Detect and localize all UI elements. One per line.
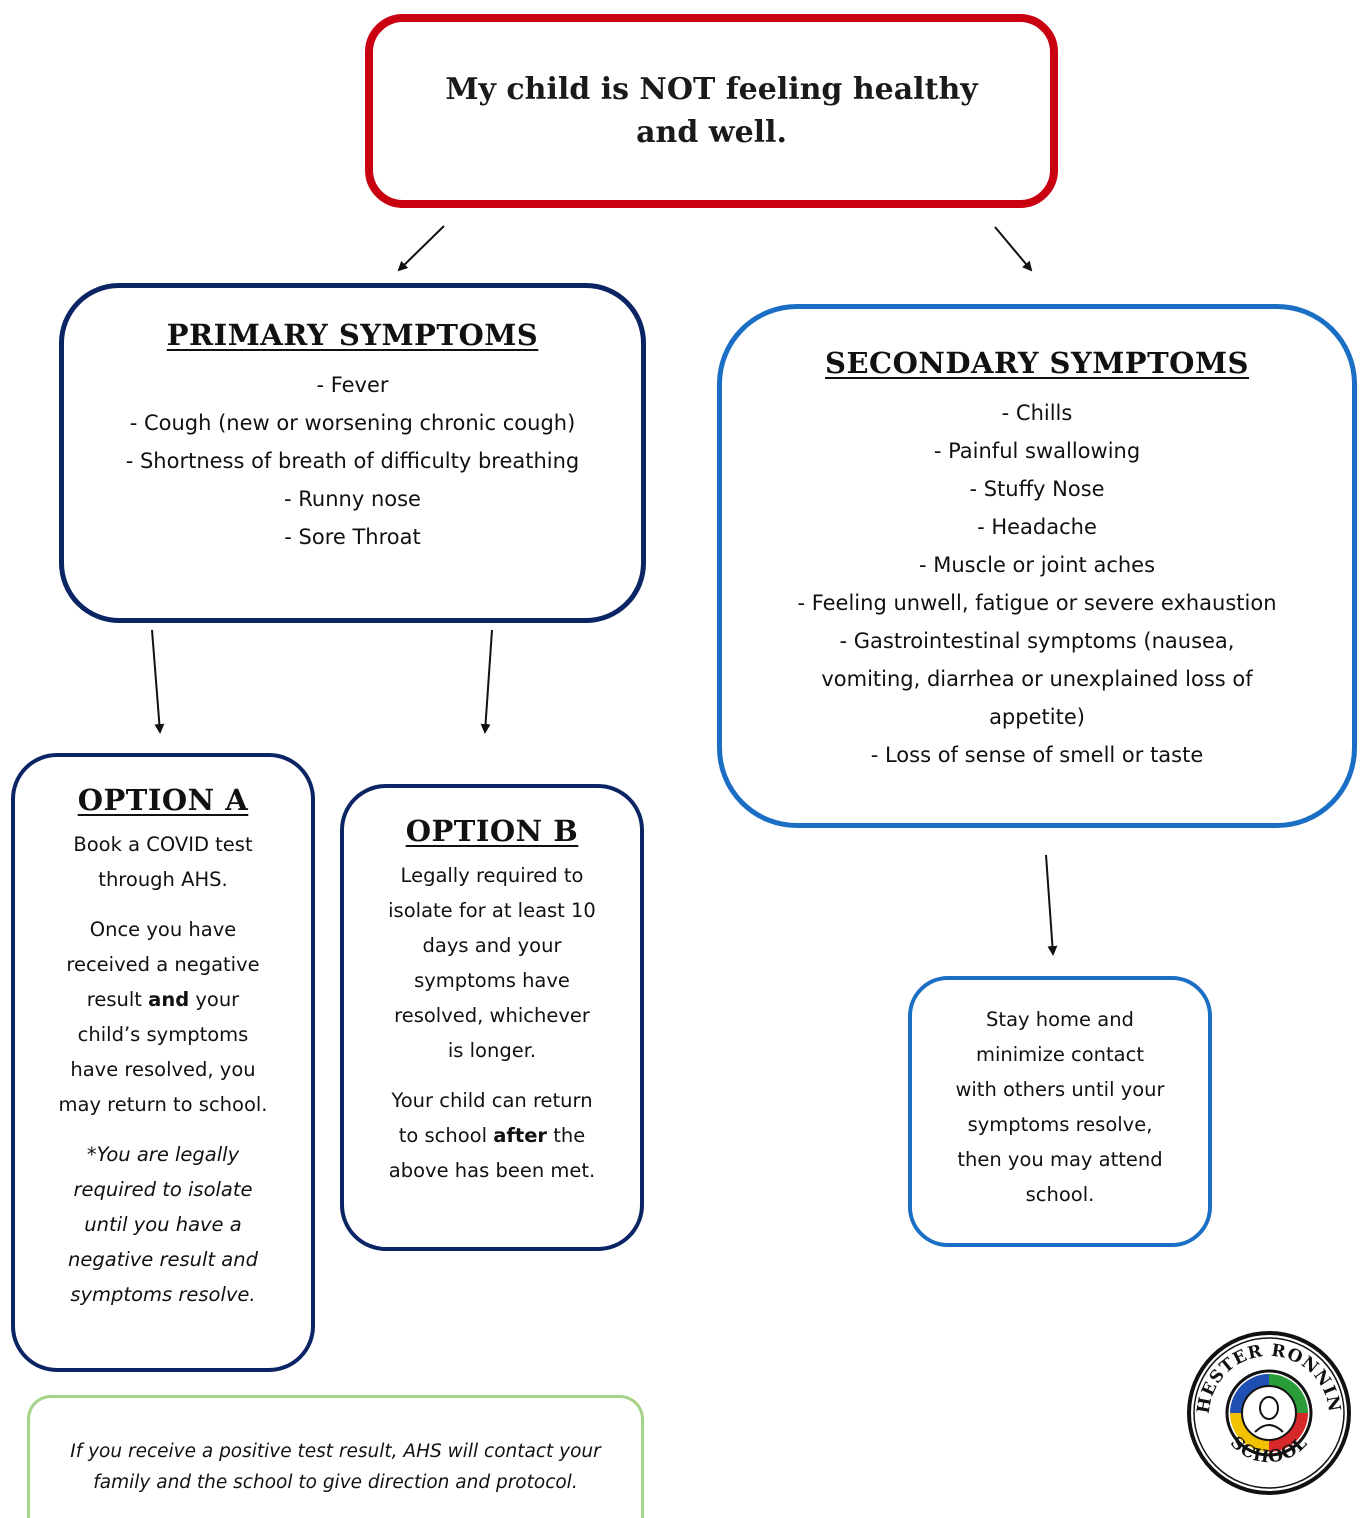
text-span: the [547,1124,586,1147]
arrow-to-option-b [480,629,493,734]
primary-symptoms-box: PRIMARY SYMPTOMS - Fever - Cough (new or… [59,283,646,623]
text-line: negative result and [68,1248,258,1271]
question-box: My child is NOT feeling healthy and well… [365,14,1058,208]
list-item: - Headache [977,515,1097,539]
list-item: appetite) [989,705,1085,729]
text-line: Legally required to [400,864,584,887]
question-line: and well. [636,115,787,150]
stay-home-box: Stay home and minimize contact with othe… [908,976,1212,1247]
question-line: My child is NOT feeling healthy [445,72,978,107]
option-a-box: OPTION A Book a COVID test through AHS. … [11,753,315,1372]
primary-symptoms-heading: PRIMARY SYMPTOMS [166,318,539,352]
text-line: may return to school. [58,1093,268,1116]
positive-result-note: If you receive a positive test result, A… [27,1395,644,1518]
text-span: your [189,988,240,1011]
list-item: - Loss of sense of smell or taste [870,743,1204,767]
text-line: Book a COVID test [73,833,253,856]
option-a-step-1: Book a COVID test through AHS. [15,827,311,897]
option-a-step-2: Once you have received a negative result… [15,912,311,1122]
bold-text: and [148,988,190,1011]
text-line: days and your [422,934,562,957]
school-logo: CHESTER RONNING SCHOOL [1185,1330,1351,1495]
text-line: result and your [15,982,311,1017]
list-item: - Feeling unwell, fatigue or severe exha… [797,591,1277,615]
bold-text: after [493,1124,548,1147]
option-a-heading: OPTION A [77,783,249,817]
list-item: - Muscle or joint aches [918,553,1156,577]
text-line: to school after the [344,1118,640,1153]
secondary-symptoms-list: - Chills - Painful swallowing - Stuffy N… [722,394,1352,774]
arrow-to-secondary [994,226,1033,272]
list-item: - Sore Throat [284,525,421,549]
text-line: is longer. [447,1039,537,1062]
list-item: - Painful swallowing [933,439,1141,463]
text-line: received a negative [66,953,260,976]
option-b-step-1: Legally required to isolate for at least… [344,858,640,1068]
list-item: - Gastrointestinal symptoms (nausea, [839,629,1235,653]
stay-home-text: Stay home and minimize contact with othe… [912,1002,1208,1212]
list-item: - Chills [1001,401,1073,425]
text-line: then you may attend [957,1148,1163,1171]
text-span: to school [398,1124,494,1147]
text-line: Your child can return [391,1089,593,1112]
list-item: - Runny nose [284,487,421,511]
question-text: My child is NOT feeling healthy and well… [445,68,977,154]
option-b-step-2: Your child can return to school after th… [344,1083,640,1188]
text-line: If you receive a positive test result, A… [70,1441,601,1462]
text-line: symptoms have [414,969,570,992]
text-line: child’s symptoms [77,1023,249,1046]
text-line: *You are legally [86,1143,240,1166]
arrow-to-primary [397,225,445,272]
text-line: have resolved, you [70,1058,256,1081]
text-line: with others until your [955,1078,1165,1101]
text-line: isolate for at least 10 [388,899,596,922]
option-a-legal-note: *You are legally required to isolate unt… [15,1137,311,1312]
text-line: minimize contact [975,1043,1144,1066]
arrow-to-stay-home [1045,854,1058,956]
text-line: until you have a [84,1213,242,1236]
secondary-symptoms-box: SECONDARY SYMPTOMS - Chills - Painful sw… [717,304,1357,828]
arrow-to-option-a [151,629,165,734]
list-item: vomiting, diarrhea or unexplained loss o… [821,667,1253,691]
text-line: resolved, whichever [394,1004,590,1027]
list-item: - Shortness of breath of difficulty brea… [125,449,580,473]
text-line: required to isolate [73,1178,253,1201]
text-line: symptoms resolve, [967,1113,1153,1136]
option-b-box: OPTION B Legally required to isolate for… [340,784,644,1251]
text-line: Once you have [89,918,237,941]
secondary-symptoms-heading: SECONDARY SYMPTOMS [825,346,1249,380]
primary-symptoms-list: - Fever - Cough (new or worsening chroni… [64,366,641,556]
list-item: - Fever [316,373,389,397]
list-item: - Cough (new or worsening chronic cough) [129,411,576,435]
positive-result-text: If you receive a positive test result, A… [30,1436,641,1498]
option-b-heading: OPTION B [405,814,579,848]
text-line: above has been met. [388,1159,596,1182]
text-span: result [86,988,149,1011]
text-line: Stay home and [986,1008,1134,1031]
list-item: - Stuffy Nose [969,477,1105,501]
text-line: through AHS. [98,868,228,891]
text-line: school. [1025,1183,1095,1206]
text-line: family and the school to give direction … [93,1472,578,1493]
text-line: symptoms resolve. [70,1283,256,1306]
